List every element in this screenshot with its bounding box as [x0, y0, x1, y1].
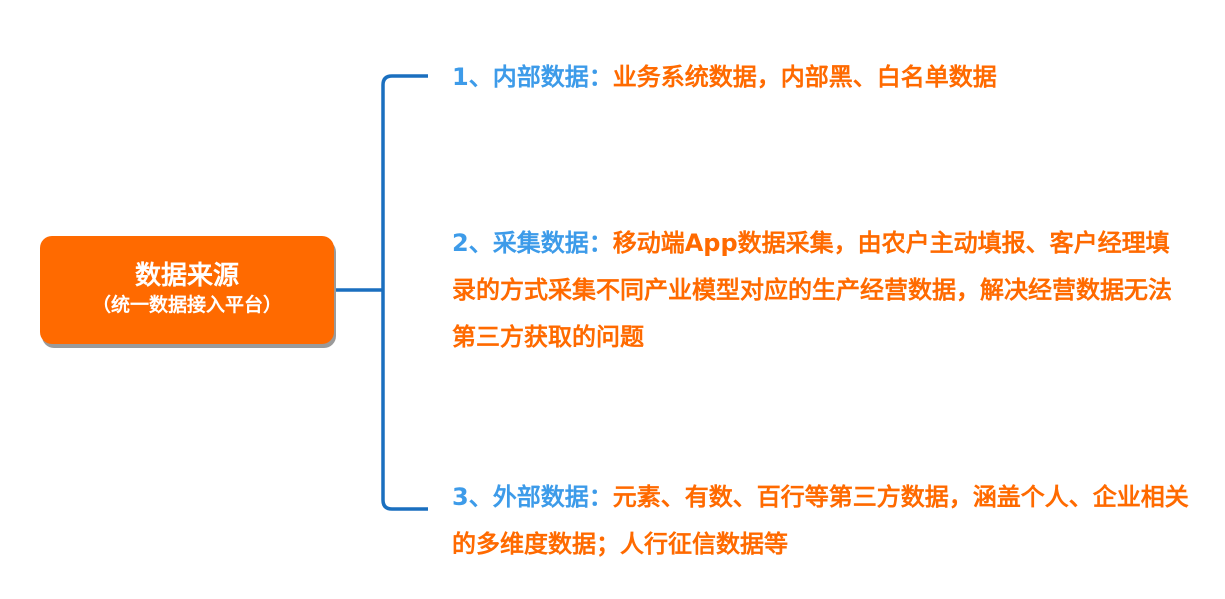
branch-label: 1、内部数据： — [452, 63, 613, 91]
root-title: 数据来源 — [134, 261, 239, 292]
branch-text: 移动端App数据采集，由农户主动填报、客户经理填录的方式采集不同产业模型对应的生… — [452, 229, 1172, 351]
branch-external-data[interactable]: 3、外部数据：元素、有数、百行等第三方数据，涵盖个人、企业相关的多维度数据；人行… — [452, 474, 1192, 568]
branch-text: 业务系统数据，内部黑、白名单数据 — [612, 63, 997, 91]
branch-internal-data[interactable]: 1、内部数据：业务系统数据，内部黑、白名单数据 — [452, 54, 1192, 101]
branch-collected-data[interactable]: 2、采集数据：移动端App数据采集，由农户主动填报、客户经理填录的方式采集不同产… — [452, 220, 1192, 361]
root-node[interactable]: 数据来源 （统一数据接入平台） — [40, 236, 334, 344]
root-subtitle: （统一数据接入平台） — [91, 294, 282, 317]
branch-label: 3、外部数据： — [452, 483, 613, 511]
branch-text: 元素、有数、百行等第三方数据，涵盖个人、企业相关的多维度数据；人行征信数据等 — [452, 483, 1189, 558]
branch-label: 2、采集数据： — [452, 229, 613, 257]
connector-bracket — [381, 74, 428, 511]
